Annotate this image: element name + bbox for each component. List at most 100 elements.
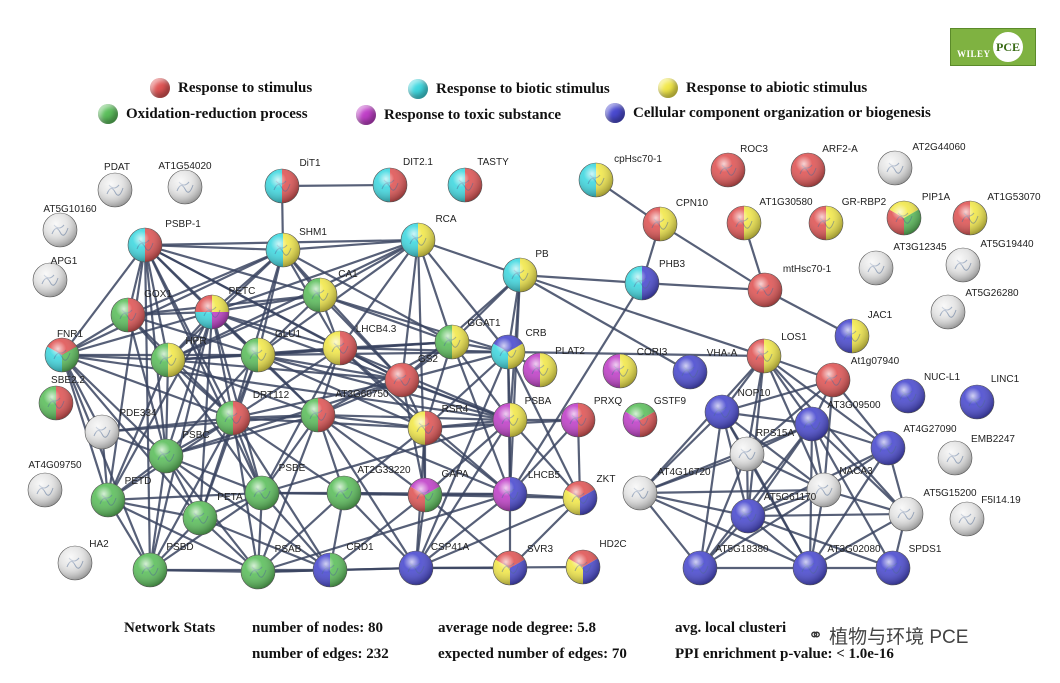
legend-label: Response to abiotic stimulus — [686, 79, 868, 96]
node-crd1[interactable]: CRD1 — [312, 542, 374, 588]
node-shm1[interactable]: SHM1 — [265, 227, 327, 268]
node-at5g19440[interactable]: AT5G19440 — [945, 239, 1034, 283]
node-psbd[interactable]: PSBD — [132, 542, 194, 588]
node-prxq[interactable]: PRXQ — [560, 396, 622, 438]
node-label: AT3G12345 — [893, 242, 947, 253]
node-gs2[interactable]: GS2 — [384, 354, 438, 398]
node-peta[interactable]: PETA — [182, 492, 243, 536]
node-arf2-a[interactable]: ARF2-A — [790, 144, 858, 188]
node-glu1[interactable]: GLU1 — [240, 329, 302, 373]
node-zkt[interactable]: ZKT — [562, 474, 615, 516]
node-at1g53070[interactable]: AT1G53070 — [952, 192, 1041, 236]
node-tasty[interactable]: TASTY — [447, 157, 509, 203]
node-at3g02080[interactable]: AT3G02080 — [792, 544, 881, 586]
node-jac1[interactable]: JAC1 — [834, 310, 893, 354]
node-at1g07940[interactable]: At1g07940 — [815, 356, 900, 398]
node-los1[interactable]: LOS1 — [746, 332, 807, 374]
node-dit1[interactable]: DiT1 — [264, 158, 321, 204]
node-naca3[interactable]: NACA3 — [806, 466, 873, 508]
node-emb2247[interactable]: EMB2247 — [937, 434, 1015, 476]
node-psbc[interactable]: PSBC — [148, 430, 210, 474]
node-roc3[interactable]: ROC3 — [710, 144, 768, 188]
node-lhcb4-3[interactable]: LHCB4.3 — [322, 324, 397, 366]
node-label: GSTF9 — [654, 396, 687, 407]
node-cpn10[interactable]: CPN10 — [642, 198, 709, 242]
node-sbe2-2[interactable]: SBE2.2 — [38, 375, 85, 421]
node-ha2[interactable]: HA2 — [57, 539, 109, 581]
node-petd[interactable]: PETD — [90, 476, 151, 518]
node-lhcb5[interactable]: LHCB5 — [492, 470, 561, 512]
node-gox1[interactable]: GOX1 — [110, 289, 172, 333]
node-hd2c[interactable]: HD2C — [565, 539, 627, 585]
node-at5g26280[interactable]: AT5G26280 — [930, 288, 1019, 330]
node-at5g10160[interactable]: AT5G10160 — [42, 204, 97, 248]
network-edge — [416, 239, 454, 343]
node-psbe[interactable]: PSBE — [244, 463, 306, 511]
node-at4g27090[interactable]: AT4G27090 — [870, 424, 957, 466]
node-spds1[interactable]: SPDS1 — [875, 544, 942, 586]
node-nuc-l1[interactable]: NUC-L1 — [890, 372, 961, 414]
node-at5g61170[interactable]: AT5G61170 — [730, 492, 817, 534]
node-shading — [240, 554, 276, 590]
node-at4g09750[interactable]: AT4G09750 — [27, 460, 82, 508]
node-at3g12345[interactable]: AT3G12345 — [858, 242, 947, 286]
node-label: NUC-L1 — [924, 372, 961, 383]
node-fnr1[interactable]: FNR1 — [44, 329, 83, 373]
node-hpr[interactable]: HPR — [150, 336, 207, 378]
node-pip1a[interactable]: PIP1A — [886, 192, 951, 236]
wechat-icon: ⚭ — [808, 625, 824, 645]
node-petc[interactable]: PETC — [194, 286, 255, 330]
node-at2g33220[interactable]: AT2G33220 — [326, 465, 411, 511]
node-label: GLU1 — [275, 329, 302, 340]
node-gr-rbp2[interactable]: GR-RBP2 — [808, 197, 887, 241]
node-at5g18380[interactable]: AT5G18380 — [682, 544, 769, 586]
node-psab[interactable]: PSAB — [240, 544, 302, 590]
node-ggat1[interactable]: GGAT1 — [434, 318, 501, 360]
node-pdat[interactable]: PDAT — [97, 162, 133, 208]
node-nop10[interactable]: NOP10 — [704, 388, 771, 430]
node-plat2[interactable]: PLAT2 — [522, 346, 585, 388]
node-gapa[interactable]: GAPA — [407, 469, 469, 513]
node-crb[interactable]: CRB — [490, 328, 547, 370]
node-phb3[interactable]: PHB3 — [624, 259, 685, 301]
node-rps15a[interactable]: RPS15A — [729, 428, 795, 472]
node-cori3[interactable]: CORI3 — [602, 347, 668, 389]
node-psbp-1[interactable]: PSBP-1 — [127, 219, 201, 263]
node-dit2-1[interactable]: DIT2.1 — [372, 157, 433, 203]
node-at2g44060[interactable]: AT2G44060 — [877, 142, 966, 186]
node-f5i14-19[interactable]: F5I14.19 — [949, 495, 1021, 537]
node-vha-a[interactable]: VHA-A — [672, 348, 738, 390]
node-label: AT4G16720 — [657, 467, 711, 478]
network-edge — [401, 350, 509, 382]
node-at3g60750[interactable]: AT3G60750 — [300, 389, 389, 433]
network-edge — [261, 418, 511, 495]
node-pde334[interactable]: PDE334 — [84, 408, 157, 450]
node-at3g09500[interactable]: AT3G09500 — [794, 400, 881, 442]
node-shading — [57, 545, 93, 581]
network-edge — [61, 244, 146, 356]
node-drt112[interactable]: DRT112 — [215, 390, 290, 436]
node-shading — [792, 550, 828, 586]
node-linc1[interactable]: LINC1 — [959, 374, 1020, 420]
node-svr3[interactable]: SVR3 — [492, 544, 553, 586]
node-psba[interactable]: PSBA — [492, 396, 552, 438]
node-gstf9[interactable]: GSTF9 — [622, 396, 687, 438]
network-edge — [508, 274, 522, 495]
node-rsr4[interactable]: RSR4 — [407, 404, 469, 446]
node-apg1[interactable]: APG1 — [32, 256, 78, 298]
node-at4g16720[interactable]: AT4G16720 — [622, 467, 711, 511]
node-pb[interactable]: PB — [502, 249, 549, 293]
node-ca1[interactable]: CA1 — [302, 269, 358, 313]
network-edge — [61, 354, 167, 457]
node-mthsc70-1[interactable]: mtHsc70-1 — [747, 264, 832, 308]
node-at1g30580[interactable]: AT1G30580 — [726, 197, 813, 241]
node-csp41a[interactable]: CSP41A — [398, 542, 470, 586]
node-shading — [622, 402, 658, 438]
node-cphsc70-1[interactable]: cpHsc70-1 — [578, 154, 662, 198]
node-at5g15200[interactable]: AT5G15200 — [888, 488, 977, 532]
node-shading — [815, 362, 851, 398]
node-label: PSBC — [182, 430, 209, 441]
node-rca[interactable]: RCA — [400, 214, 457, 258]
node-at1g54020[interactable]: AT1G54020 — [158, 161, 212, 205]
node-label: PLAT2 — [555, 346, 585, 357]
